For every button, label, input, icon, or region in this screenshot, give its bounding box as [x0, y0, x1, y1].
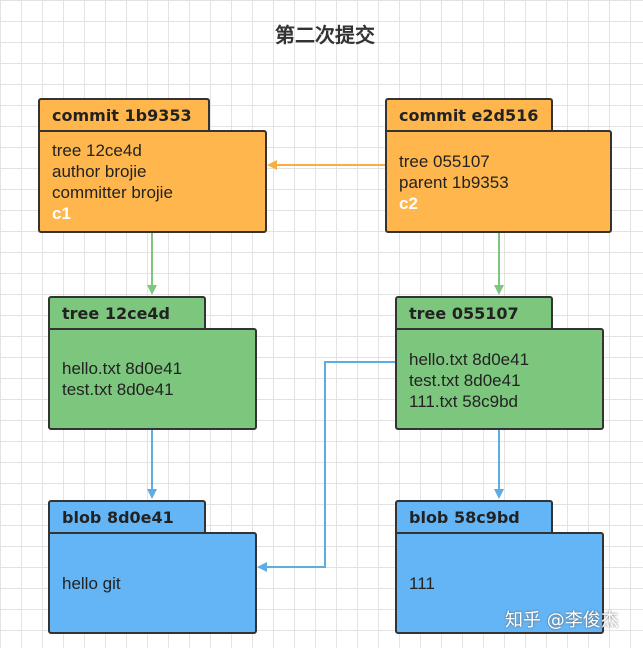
blob-8d0e41-node: blob 8d0e41 hello git	[48, 500, 257, 634]
tree-12ce4d-node: tree 12ce4d hello.txt 8d0e41 test.txt 8d…	[48, 296, 257, 430]
arrow-tree2-to-blob1	[257, 361, 396, 572]
tree-12ce4d-entry-test: test.txt 8d0e41	[62, 380, 174, 399]
tree-055107-node: tree 055107 hello.txt 8d0e41 test.txt 8d…	[395, 296, 604, 430]
commit-c2-tag: c2	[399, 194, 418, 213]
blob-58c9bd-header: blob 58c9bd	[395, 500, 553, 534]
commit-c1-line-committer: committer brojie	[52, 183, 173, 202]
commit-c1-line-author: author brojie	[52, 162, 147, 181]
tree-055107-entry-hello: hello.txt 8d0e41	[409, 350, 530, 369]
tree-055107-header: tree 055107	[395, 296, 553, 330]
tree-055107-entry-test: test.txt 8d0e41	[409, 371, 521, 390]
diagram-title: 第二次提交	[275, 23, 375, 47]
commit-c2-line-parent: parent 1b9353	[399, 173, 509, 192]
commit-c2-node: commit e2d516 tree 055107 parent 1b9353 …	[385, 98, 612, 233]
commit-c1-header: commit 1b9353	[38, 98, 210, 132]
blob-8d0e41-content: hello git	[62, 574, 121, 593]
commit-c1-node: commit 1b9353 tree 12ce4d author brojie …	[38, 98, 267, 233]
commit-c1-body: tree 12ce4d author brojie committer broj…	[38, 130, 267, 233]
commit-c2-line-tree: tree 055107	[399, 152, 490, 171]
commit-c1-tag: c1	[52, 204, 71, 223]
tree-12ce4d-entry-hello: hello.txt 8d0e41	[62, 359, 183, 378]
tree-12ce4d-header: tree 12ce4d	[48, 296, 206, 330]
tree-055107-entry-111: 111.txt 58c9bd	[409, 392, 519, 411]
commit-c2-body: tree 055107 parent 1b9353 c2	[385, 130, 612, 233]
tree-055107-body: hello.txt 8d0e41 test.txt 8d0e41 111.txt…	[395, 328, 604, 430]
watermark: 知乎 @李俊杰	[505, 610, 619, 631]
commit-c1-line-tree: tree 12ce4d	[52, 141, 142, 160]
blob-58c9bd-body: 111	[395, 532, 604, 634]
blob-8d0e41-body: hello git	[48, 532, 257, 634]
blob-58c9bd-content: 111	[409, 574, 435, 593]
blob-58c9bd-node: blob 58c9bd 111	[395, 500, 604, 634]
commit-c2-header: commit e2d516	[385, 98, 553, 132]
tree-12ce4d-body: hello.txt 8d0e41 test.txt 8d0e41	[48, 328, 257, 430]
blob-8d0e41-header: blob 8d0e41	[48, 500, 206, 534]
